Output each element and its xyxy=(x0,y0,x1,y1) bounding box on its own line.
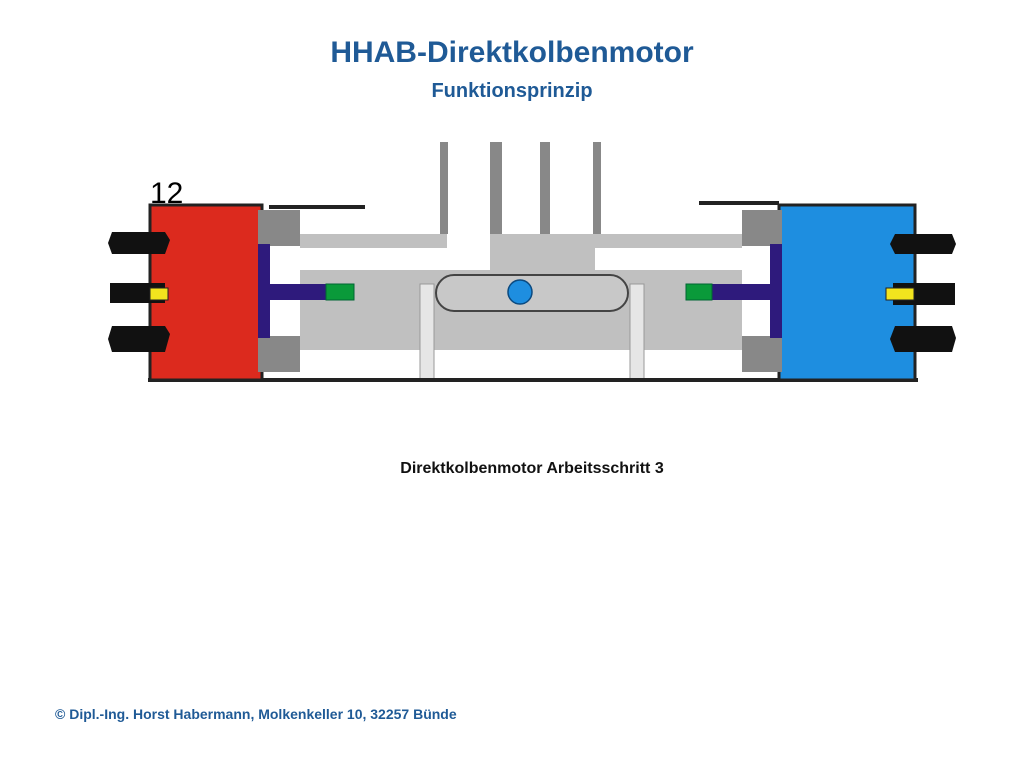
hot-cylinder xyxy=(108,203,355,382)
center-ball xyxy=(507,279,533,305)
step-caption: Direktkolbenmotor Arbeitsschritt 3 xyxy=(400,460,664,477)
page-subtitle: Funktionsprinzip xyxy=(431,80,593,102)
copyright-footer: © Dipl.-Ing. Horst Habermann, Molkenkell… xyxy=(55,706,457,722)
cooling-fins xyxy=(440,142,601,234)
page-title: HHAB-Direktkolbenmotor xyxy=(330,36,694,69)
cold-cylinder xyxy=(685,203,956,382)
step-counter: 12 xyxy=(150,177,183,210)
